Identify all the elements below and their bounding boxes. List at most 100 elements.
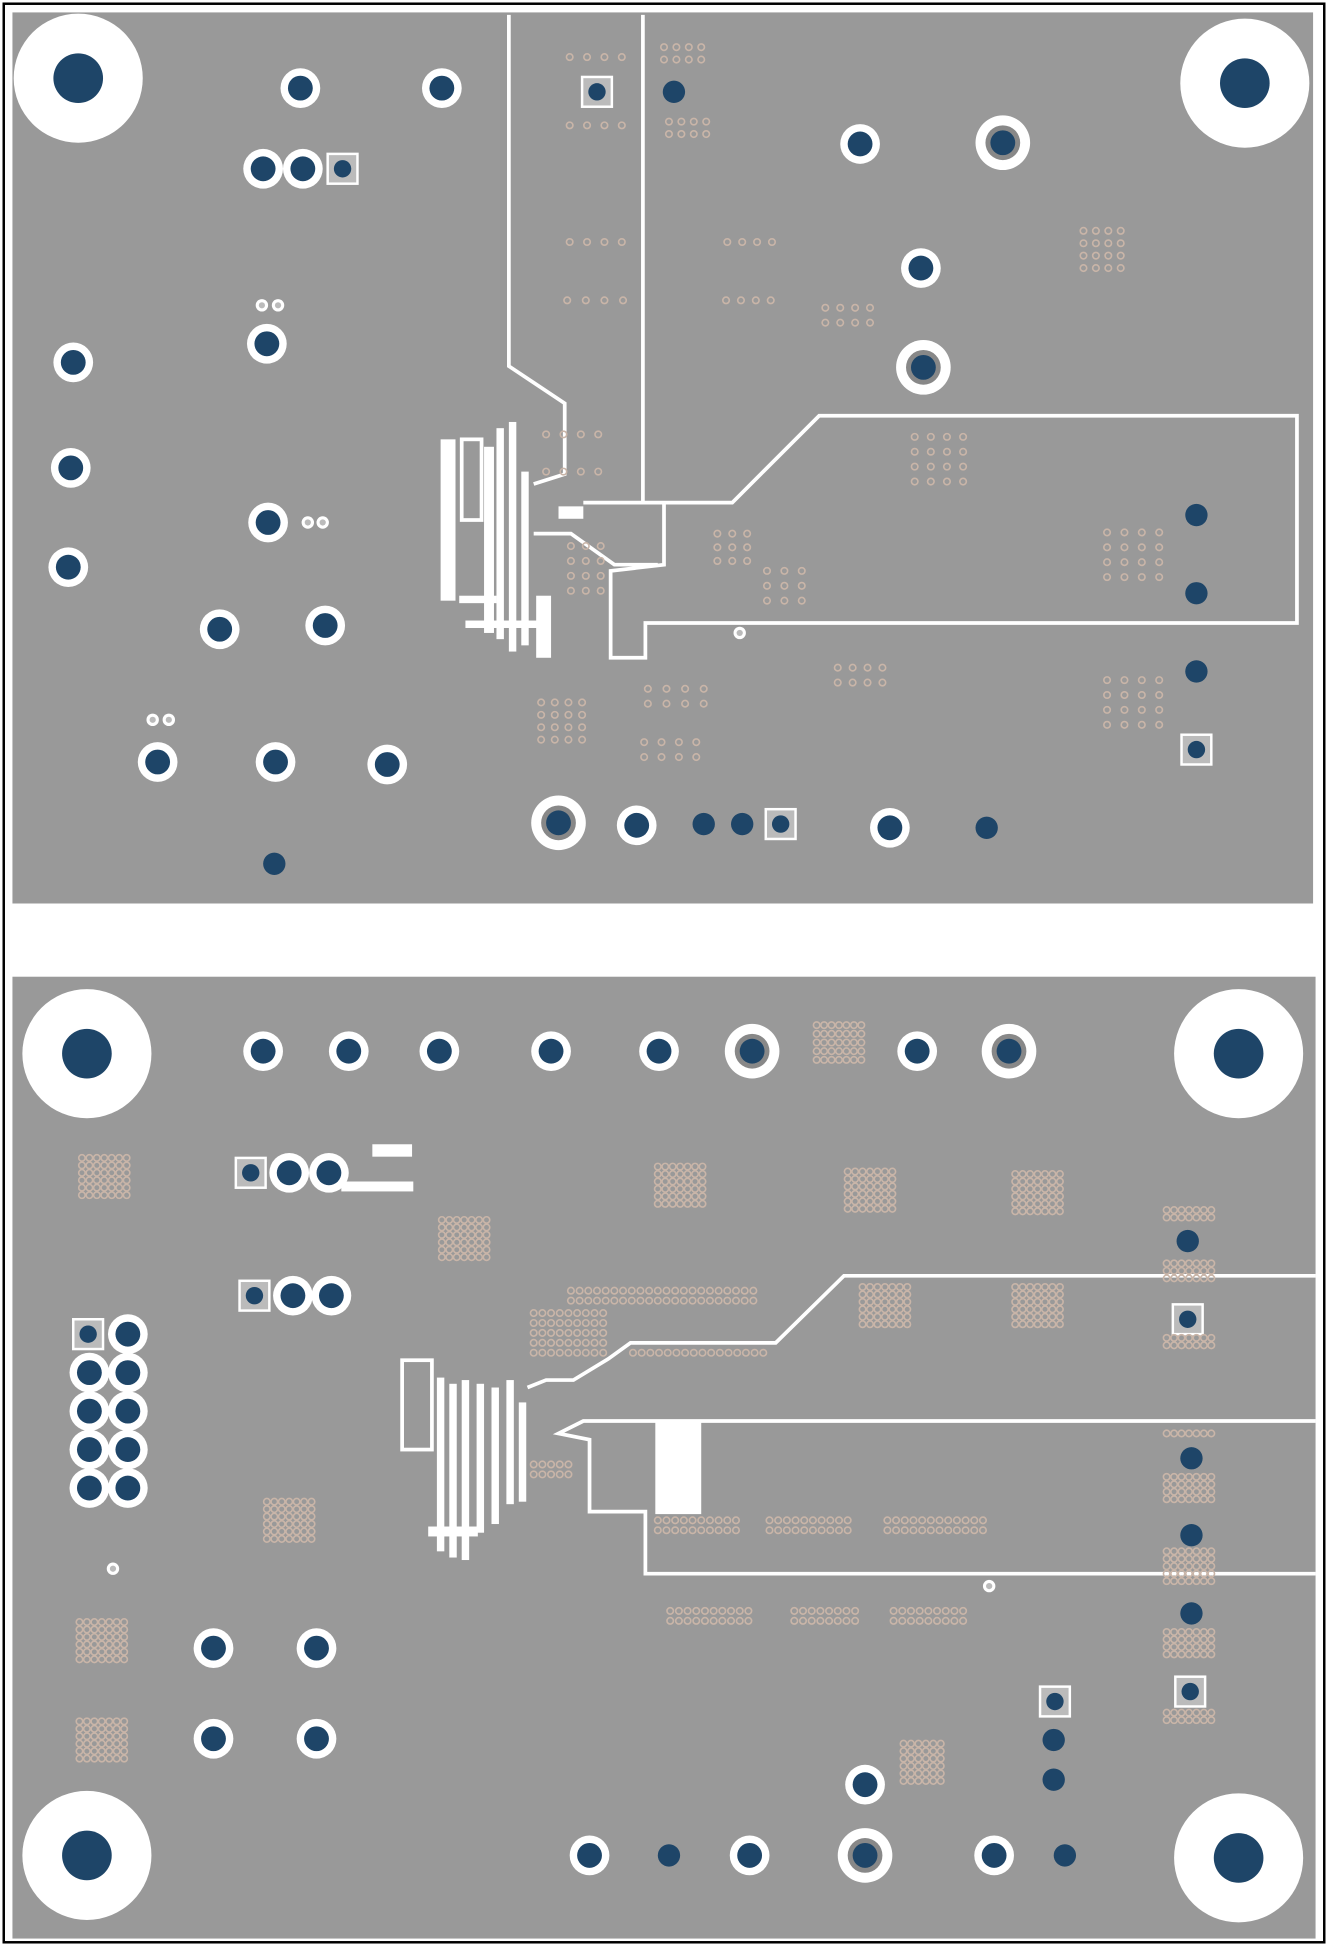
stitching-via	[1116, 239, 1125, 248]
stitching-via	[1207, 1635, 1216, 1644]
stitching-via	[82, 1754, 91, 1763]
stitching-via	[1048, 1312, 1057, 1321]
stitching-via	[899, 1754, 908, 1763]
stitching-via	[77, 1161, 86, 1170]
through-hole-pad	[1179, 1310, 1197, 1328]
stitching-via	[307, 1505, 316, 1514]
bottom-copper-layer	[12, 976, 1316, 1939]
stitching-via	[565, 237, 574, 247]
stitching-via	[851, 1616, 860, 1625]
stitching-via	[270, 1534, 279, 1543]
stitching-via	[851, 1189, 860, 1198]
stitching-via	[723, 237, 732, 247]
stitching-via	[1048, 1199, 1057, 1208]
stitching-via	[1103, 676, 1112, 685]
stitching-via	[475, 1253, 484, 1262]
stitching-via	[1177, 1487, 1186, 1496]
stitching-via	[849, 1055, 858, 1064]
stitching-via	[728, 543, 737, 552]
stitching-via	[1018, 1207, 1027, 1216]
stitching-via	[77, 1183, 86, 1192]
stitching-via	[627, 1286, 636, 1295]
stitching-via	[705, 1516, 714, 1525]
stitching-via	[547, 1318, 556, 1328]
stitching-via	[592, 1296, 602, 1305]
stitching-via	[550, 723, 559, 732]
stitching-via	[300, 1505, 309, 1514]
stitching-via	[865, 1290, 875, 1299]
stitching-via	[753, 237, 762, 247]
stitching-via	[1055, 1305, 1064, 1314]
stitching-via	[452, 1245, 461, 1254]
stitching-via	[900, 1526, 909, 1535]
through-hole-pad	[908, 255, 934, 281]
stitching-via	[714, 1526, 723, 1535]
stitching-via	[743, 543, 752, 552]
stitching-via	[921, 1762, 930, 1771]
stitching-via	[865, 1182, 875, 1191]
stitching-via	[120, 1632, 129, 1642]
through-hole-pad	[304, 1635, 329, 1661]
stitching-via	[1137, 528, 1146, 537]
through-hole-pad	[76, 1475, 102, 1501]
stitching-via	[929, 1754, 938, 1763]
stitching-via	[780, 566, 789, 575]
through-hole-pad	[847, 131, 873, 157]
stitching-via	[105, 1618, 114, 1627]
stitching-via	[467, 1223, 476, 1232]
stitching-via	[107, 1191, 116, 1200]
stitching-via	[909, 1526, 918, 1535]
stitching-via	[653, 1192, 662, 1201]
stitching-via	[653, 1177, 662, 1186]
stitching-via	[880, 1312, 889, 1321]
stitching-via	[77, 1153, 86, 1162]
stitching-via	[798, 1606, 808, 1615]
stitching-via	[653, 1162, 662, 1171]
mounting-hole	[1220, 58, 1270, 108]
stitching-via	[1055, 1207, 1064, 1216]
stitching-via	[1170, 1472, 1179, 1481]
stitching-via	[1116, 264, 1125, 273]
stitching-via	[825, 1616, 834, 1625]
stitching-via	[1184, 1650, 1194, 1659]
stitching-via	[1011, 1282, 1020, 1292]
stitching-via	[816, 1616, 825, 1625]
stitching-via	[1207, 1708, 1216, 1717]
stitching-via	[581, 1328, 590, 1337]
stitching-via	[767, 237, 777, 247]
stitching-via	[1199, 1487, 1208, 1496]
stitching-via	[1018, 1184, 1027, 1193]
stitching-via	[812, 1055, 821, 1064]
stitching-via	[1207, 1259, 1216, 1268]
stitching-via	[559, 430, 568, 439]
stitching-via	[581, 556, 590, 565]
stitching-via	[270, 1505, 279, 1514]
stitching-via	[926, 1526, 935, 1535]
stitching-via	[942, 447, 951, 456]
stitching-via	[112, 1747, 121, 1756]
through-hole-pad	[280, 1283, 306, 1309]
stitching-via	[910, 432, 919, 441]
stitching-via	[736, 296, 745, 305]
stitching-via	[857, 1021, 866, 1030]
stitching-via	[728, 556, 737, 565]
stitching-via	[1192, 1472, 1201, 1481]
stitching-via	[645, 1296, 654, 1305]
stitching-via	[1192, 1708, 1201, 1717]
stitching-via	[892, 1526, 901, 1535]
through-hole-pad	[55, 554, 81, 580]
stitching-via	[555, 1470, 564, 1479]
stitching-via	[599, 1338, 608, 1347]
stitching-via	[750, 1348, 759, 1357]
stitching-via	[834, 1055, 844, 1064]
stitching-via	[1033, 1199, 1042, 1208]
through-hole-pad	[145, 749, 171, 775]
stitching-via	[107, 1183, 116, 1192]
stitching-via	[92, 1153, 101, 1162]
stitching-via	[1192, 1259, 1201, 1268]
stitching-via	[914, 1776, 923, 1785]
stitching-via	[1120, 558, 1129, 567]
top-pour-outlines	[507, 14, 1299, 660]
stitching-via	[1170, 1635, 1179, 1644]
stitching-via	[653, 1296, 662, 1305]
